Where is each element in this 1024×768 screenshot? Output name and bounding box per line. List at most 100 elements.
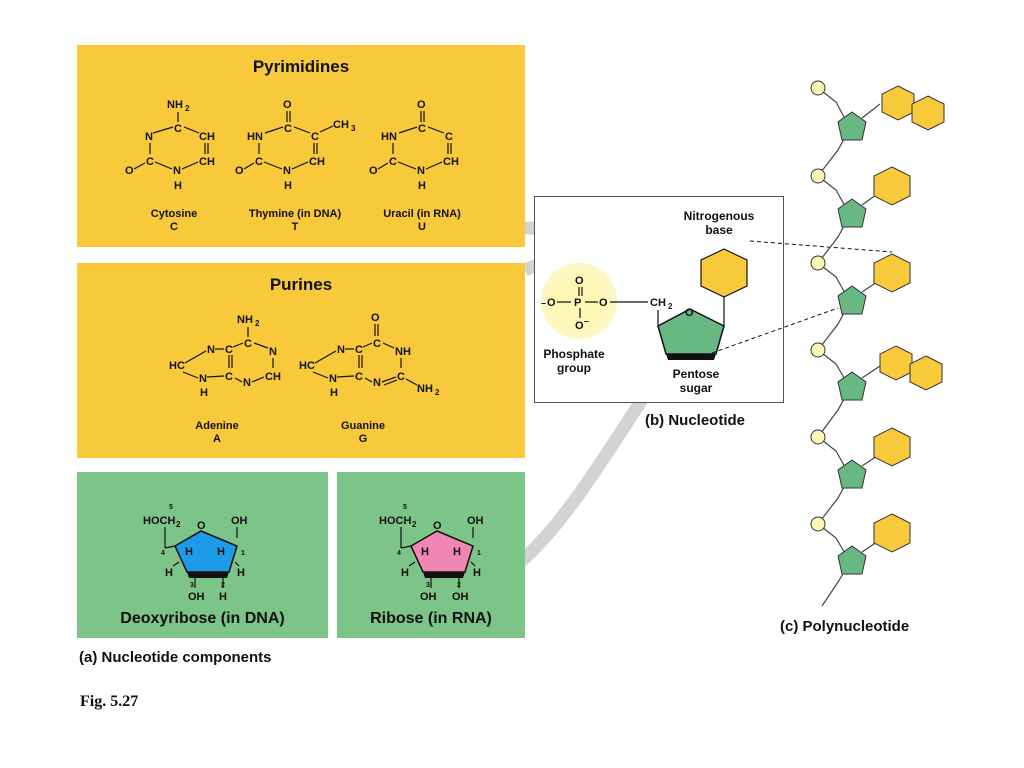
svg-text:H: H (174, 180, 182, 192)
phosphate-circle-2 (810, 168, 826, 184)
cytosine-name: Cytosine (150, 208, 198, 220)
nucleotide-unit-3 (810, 253, 911, 315)
svg-text:1: 1 (241, 550, 245, 557)
svg-text:–: – (541, 298, 546, 308)
uracil-structure: O C HN C C CH O N H (369, 99, 459, 192)
svg-text:HC: HC (299, 360, 315, 372)
svg-text:N: N (173, 165, 181, 177)
svg-text:OH: OH (188, 591, 205, 603)
svg-text:H: H (219, 591, 227, 603)
deoxyribose-label: Deoxyribose (in DNA) (120, 610, 285, 627)
zoom-line-bottom (711, 307, 839, 354)
cytosine-letter: C (170, 221, 178, 233)
svg-text:O: O (125, 165, 134, 177)
svg-text:O: O (433, 520, 442, 532)
svg-text:C: C (174, 123, 182, 135)
base-hexagon-1b (911, 95, 945, 131)
svg-text:HN: HN (381, 131, 397, 143)
svg-text:N: N (145, 131, 153, 143)
svg-text:H: H (217, 546, 225, 558)
svg-text:CH: CH (265, 371, 281, 383)
svg-text:5: 5 (403, 504, 407, 511)
nitrogenous-base-hexagon (700, 248, 748, 298)
svg-text:O: O (371, 312, 380, 324)
svg-text:O: O (547, 297, 556, 309)
svg-text:H: H (200, 387, 208, 399)
svg-text:NH: NH (417, 383, 433, 395)
svg-text:N: N (373, 377, 381, 389)
guanine-name: Guanine (340, 420, 385, 432)
svg-text:N: N (269, 346, 277, 358)
svg-text:CH: CH (443, 156, 459, 168)
svg-text:HC: HC (169, 360, 185, 372)
svg-text:C: C (284, 123, 292, 135)
purines-title: Purines (269, 275, 333, 294)
zoom-line-top (749, 240, 893, 253)
base-hexagon-4a (879, 345, 913, 381)
svg-text:P: P (574, 297, 581, 309)
svg-text:OH: OH (452, 591, 469, 603)
thymine-name: Thymine (in DNA) (248, 208, 342, 220)
caption-nucleotide: (b) Nucleotide (645, 412, 745, 429)
sugar-pentagon-2 (837, 198, 867, 228)
figure-label: Fig. 5.27 (80, 693, 139, 710)
phosphate-circle-6 (810, 516, 826, 532)
nitrogenous-base-line1: Nitrogenous (683, 209, 755, 223)
pentose-sugar-line2: sugar (679, 381, 713, 395)
svg-text:N: N (417, 165, 425, 177)
pentose-sugar-label: Pentose sugar (656, 367, 736, 395)
svg-text:C: C (418, 123, 426, 135)
svg-text:C: C (225, 344, 233, 356)
svg-text:OH: OH (467, 515, 484, 527)
svg-text:4: 4 (397, 550, 401, 557)
svg-text:CH: CH (650, 297, 666, 309)
phosphate-group-line1: Phosphate (543, 347, 605, 361)
svg-text:2: 2 (668, 302, 673, 311)
svg-text:3: 3 (351, 124, 356, 133)
svg-text:CH: CH (199, 156, 215, 168)
svg-text:H: H (473, 567, 481, 579)
adenine-label: Adenine A (177, 420, 257, 446)
uracil-letter: U (418, 221, 426, 233)
pentose-sugar-line1: Pentose (672, 367, 720, 381)
svg-text:N: N (243, 377, 251, 389)
svg-text:NH: NH (395, 346, 411, 358)
svg-text:2: 2 (185, 104, 190, 113)
svg-text:H: H (165, 567, 173, 579)
cytosine-label: Cytosine C (119, 208, 229, 234)
svg-text:2: 2 (176, 520, 181, 529)
uracil-label: Uracil (in RNA) U (367, 208, 477, 234)
svg-text:2: 2 (255, 319, 260, 328)
svg-text:N: N (199, 373, 207, 385)
svg-text:HOCH: HOCH (379, 515, 411, 527)
svg-text:N: N (329, 373, 337, 385)
pyrimidines-title: Pyrimidines (252, 57, 350, 76)
ribose-label: Ribose (in RNA) (370, 610, 492, 627)
svg-text:HN: HN (247, 131, 263, 143)
svg-text:C: C (311, 131, 319, 143)
svg-text:N: N (337, 344, 345, 356)
svg-text:O: O (685, 307, 694, 319)
nucleotide-unit-2 (810, 166, 911, 228)
svg-text:NH: NH (237, 314, 253, 326)
svg-text:HOCH: HOCH (143, 515, 175, 527)
svg-text:OH: OH (420, 591, 437, 603)
guanine-label: Guanine G (323, 420, 403, 446)
svg-text:H: H (284, 180, 292, 192)
svg-text:CH: CH (333, 119, 349, 131)
svg-text:O: O (283, 99, 292, 111)
base-hexagon-1a (881, 85, 915, 121)
svg-text:C: C (244, 338, 252, 350)
thymine-letter: T (291, 221, 299, 233)
svg-text:C: C (373, 338, 381, 350)
svg-text:H: H (330, 387, 338, 399)
nucleotide-unit-6 (810, 513, 911, 575)
phosphate-circle-5 (810, 429, 826, 445)
svg-text:5: 5 (169, 504, 173, 511)
sugar-pentagon-5 (837, 459, 867, 489)
svg-text:–: – (584, 316, 589, 326)
